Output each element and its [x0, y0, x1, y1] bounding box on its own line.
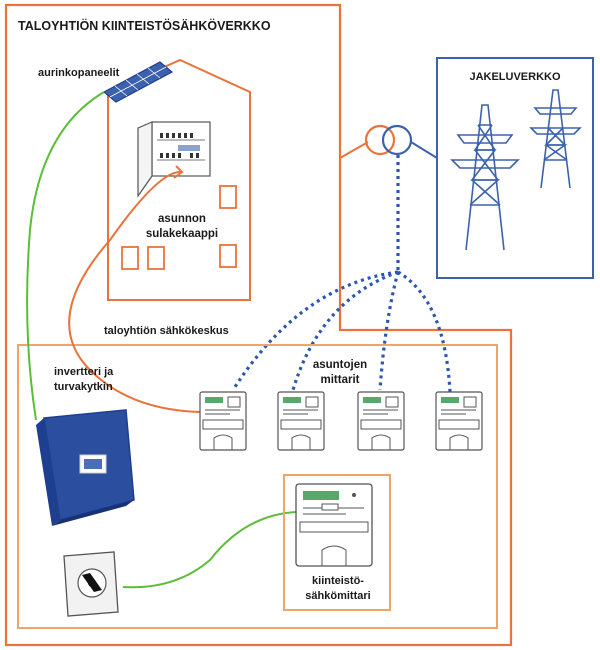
fuse-box-label-line1: asunnon: [158, 213, 206, 225]
property-meter-box: [283, 474, 391, 611]
solar-panels-label: aurinkopaneelit: [38, 67, 120, 79]
electricity-meter-icon: [199, 391, 247, 451]
inverter-label-line2: turvakytkin: [54, 381, 113, 393]
power-pylon-icon: [450, 89, 582, 251]
switchboard-label: taloyhtiön sähkökeskus: [104, 325, 229, 337]
switchboard-box: [17, 344, 498, 629]
property-meter-label-line1: kiinteistö-: [312, 575, 364, 587]
meters-label-line1: asuntojen: [313, 359, 367, 371]
inverter-label-line1: invertteri ja: [54, 366, 114, 378]
grid-title: JAKELUVERKKO: [469, 71, 561, 83]
property-meter-label-line2: sähkömittari: [305, 590, 370, 602]
meter-feed-lines: [231, 155, 452, 393]
distribution-grid-box: [436, 57, 594, 279]
electricity-meter-icon: [357, 391, 405, 451]
solar-inverter-wire: [26, 91, 105, 421]
switch-property-meter-wire: [122, 511, 297, 589]
electricity-meter-icon: [277, 391, 325, 451]
fuse-cabinet-icon: [137, 121, 211, 198]
meters-label-line2: mittarit: [321, 374, 360, 386]
building-windows: [121, 185, 237, 270]
electricity-meter-icon: [295, 483, 373, 567]
inverter-icon: [36, 409, 135, 526]
transformer-icon: [339, 124, 438, 159]
fuse-box-label-line2: sulakekaappi: [146, 228, 218, 240]
property-network-boundary: [4, 3, 513, 647]
fuse-cabinet-wire: [68, 171, 201, 413]
building-outline: [107, 58, 251, 301]
safety-switch-icon: [63, 551, 119, 617]
solar-panel-icon: [102, 61, 174, 103]
electricity-meter-icon: [435, 391, 483, 451]
main-title: TALOYHTIÖN KIINTEISTÖSÄHKÖVERKKO: [18, 18, 271, 33]
